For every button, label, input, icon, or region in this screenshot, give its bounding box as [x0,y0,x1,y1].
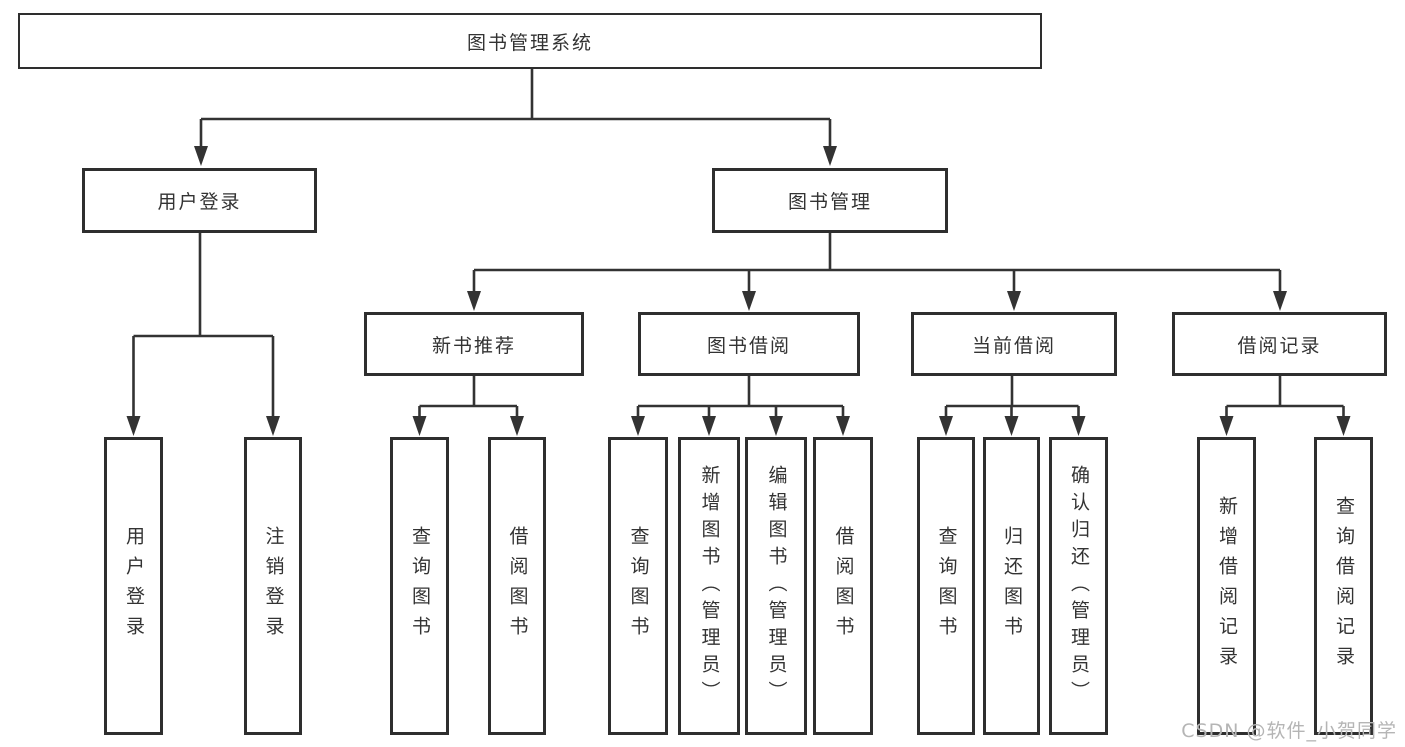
leaf-records-query-record-label: 查询借阅记录 [1333,496,1355,676]
leaf-borrow-borrow-books-label: 借阅图书 [832,526,855,646]
node-current-borrow-label: 当前借阅 [971,334,1056,357]
node-root-label: 图书管理系统 [466,31,593,54]
leaf-borrow-borrow-books: 借阅图书 [813,437,873,735]
leaf-recommend-borrow-books-label: 借阅图书 [506,526,529,646]
leaf-borrow-edit-books-admin-label: 编辑图书（管理员） [765,464,788,708]
leaf-login-logout-label: 注销登录 [262,526,285,646]
leaf-borrow-query-books-label: 查询图书 [627,526,650,646]
connector-book-borrow-to-leaves [631,376,850,436]
node-root: 图书管理系统 [18,13,1042,69]
leaf-borrow-query-books: 查询图书 [608,437,668,735]
leaf-recommend-query-books: 查询图书 [390,437,449,735]
leaf-current-return-books: 归还图书 [983,437,1040,735]
node-book-borrow-label: 图书借阅 [706,334,791,357]
node-book-management-label: 图书管理 [787,191,872,213]
node-borrow-records-label: 借阅记录 [1237,334,1322,357]
leaf-records-query-record: 查询借阅记录 [1314,437,1373,735]
leaf-borrow-add-books-admin: 新增图书（管理员） [678,437,740,735]
connector-user-login-to-leaves [126,233,280,436]
node-current-borrow: 当前借阅 [911,312,1117,376]
node-user-login-label: 用户登录 [157,191,242,213]
node-new-book-recommend: 新书推荐 [364,312,584,376]
leaf-borrow-add-books-admin-label: 新增图书（管理员） [698,464,721,708]
connector-borrow-records-to-leaves [1219,376,1351,436]
leaf-current-confirm-return-admin: 确认归还（管理员） [1049,437,1108,735]
leaf-records-add-record-label: 新增借阅记录 [1216,496,1238,676]
csdn-watermark: CSDN @软件_小贺同学 [1181,720,1397,742]
leaf-current-return-books-label: 归还图书 [1001,526,1023,646]
leaf-borrow-edit-books-admin: 编辑图书（管理员） [745,437,807,735]
connector-book-management-to-level3 [467,233,1287,311]
leaf-login-logout: 注销登录 [244,437,302,735]
node-user-login: 用户登录 [82,168,317,233]
connector-new-book-recommend-to-leaves [412,376,524,436]
leaf-current-query-books: 查询图书 [917,437,975,735]
node-borrow-records: 借阅记录 [1172,312,1387,376]
node-book-borrow: 图书借阅 [638,312,860,376]
node-new-book-recommend-label: 新书推荐 [431,334,516,357]
leaf-recommend-borrow-books: 借阅图书 [488,437,546,735]
leaf-login-user-login-label: 用户登录 [123,526,145,646]
leaf-records-add-record: 新增借阅记录 [1197,437,1256,735]
leaf-recommend-query-books-label: 查询图书 [409,526,431,646]
leaf-current-query-books-label: 查询图书 [935,526,958,646]
leaf-login-user-login: 用户登录 [104,437,163,735]
node-book-management: 图书管理 [712,168,948,233]
connector-root-to-level2 [194,69,837,166]
leaf-current-confirm-return-admin-label: 确认归还（管理员） [1068,464,1090,708]
connector-current-borrow-to-leaves [939,376,1086,436]
